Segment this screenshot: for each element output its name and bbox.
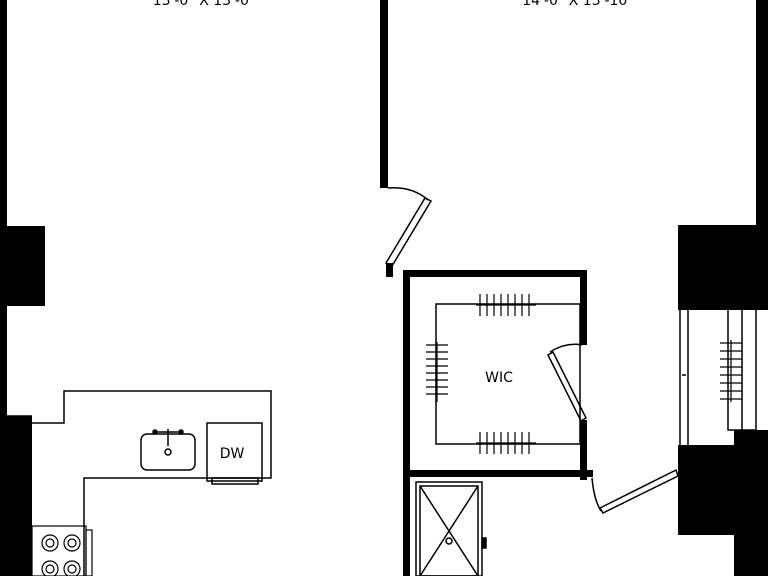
walk-in-closet-walls <box>403 270 593 576</box>
bedroom-window <box>679 304 757 445</box>
stove <box>31 525 93 576</box>
dishwasher <box>206 422 263 485</box>
bedroom-door <box>384 187 433 267</box>
closet-hangers-top <box>476 294 536 316</box>
dishwasher-label: DW <box>220 446 245 462</box>
kitchen-counter <box>7 390 272 576</box>
bathroom-door <box>591 468 679 514</box>
right-exterior-wall <box>678 0 768 576</box>
bedroom-dimensions: 14'-0" X 13'-10" <box>522 0 634 9</box>
closet-hangers-bottom <box>476 432 536 454</box>
closet-hangers-left <box>426 342 448 402</box>
central-partition-wall <box>380 0 393 277</box>
closet-label: WIC <box>485 370 513 386</box>
kitchen-sink <box>140 429 196 471</box>
shower <box>415 481 487 576</box>
window-closet-hatch <box>720 340 742 402</box>
living-room-dimensions: 13'-0" X 13'-0" <box>153 0 256 9</box>
closet-door <box>547 343 587 423</box>
left-exterior-wall <box>0 0 45 576</box>
